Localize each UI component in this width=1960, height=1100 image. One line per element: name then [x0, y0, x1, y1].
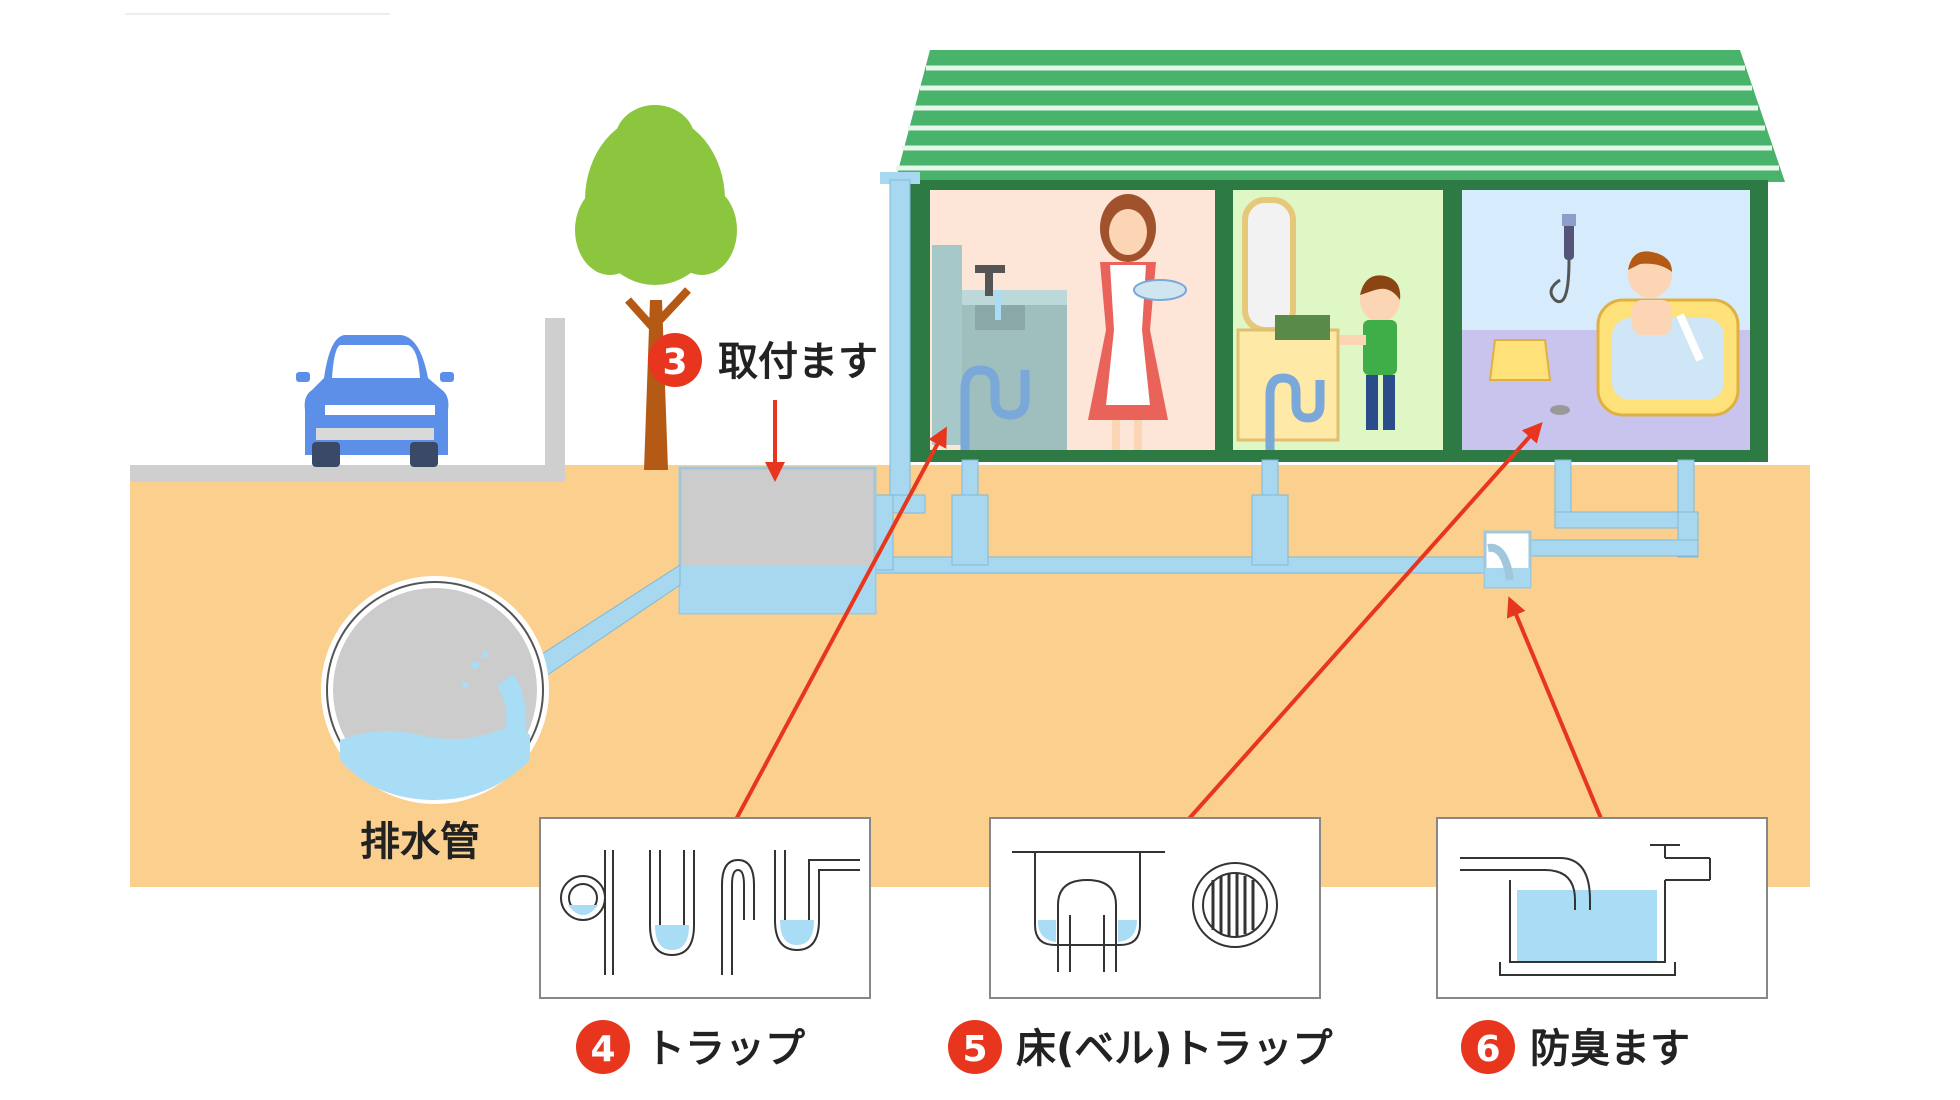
arrow-item4	[723, 426, 947, 841]
kitchen-sink	[932, 245, 1067, 450]
callout-arrows	[723, 400, 1612, 842]
tree-icon	[575, 105, 737, 470]
arrow-item6	[1506, 596, 1612, 841]
item6-text: 防臭ます	[1530, 1026, 1690, 1072]
boy-icon	[1340, 275, 1401, 430]
shower-icon	[1549, 214, 1576, 304]
badge-5	[948, 1020, 1002, 1074]
woman-icon	[1088, 194, 1187, 450]
inspection-chamber	[678, 466, 877, 615]
label-item3: 3 取付ます	[648, 333, 878, 387]
boundary-wall	[545, 318, 565, 482]
bath-stool	[1488, 339, 1552, 381]
item4-text: トラップ	[645, 1026, 805, 1072]
washroom-vanity	[1236, 197, 1340, 450]
badge-3-number: 3	[662, 342, 687, 383]
arrow-item5	[1168, 422, 1543, 842]
bell-trap-inset	[989, 817, 1321, 999]
item3-text: 取付ます	[718, 339, 878, 385]
sewer-pipe-label: 排水管	[360, 819, 480, 865]
label-item5: 5 床(ベル)トラップ	[948, 1020, 1333, 1074]
bathroom-floor-drain	[1550, 405, 1570, 415]
faucet-icon	[975, 265, 1005, 296]
label-item6: 6 防臭ます	[1461, 1020, 1690, 1074]
badge-4-number: 4	[590, 1029, 615, 1070]
drain-pipes	[874, 459, 1699, 574]
item5-text: 床(ベル)トラップ	[1016, 1026, 1333, 1072]
car-icon	[296, 335, 454, 467]
odor-box-inset	[1436, 817, 1768, 999]
badge-6-number: 6	[1475, 1029, 1500, 1070]
child-in-bath-icon	[1628, 251, 1704, 362]
odor-proof-box	[1483, 530, 1532, 589]
sewer-pipe-circle	[321, 576, 549, 804]
badge-4	[576, 1020, 630, 1074]
label-item4: 4 トラップ	[576, 1020, 805, 1074]
trap-inset	[539, 817, 871, 999]
badge-3	[648, 333, 702, 387]
badge-6	[1461, 1020, 1515, 1074]
badge-5-number: 5	[962, 1029, 987, 1070]
road-surface	[130, 465, 565, 482]
bathtub	[1596, 298, 1740, 417]
